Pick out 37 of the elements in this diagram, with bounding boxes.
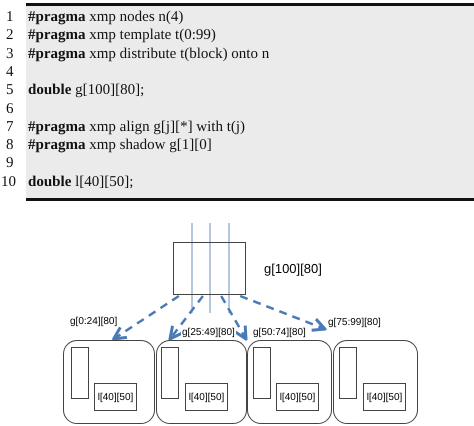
local-array-box: l[40][50] — [185, 383, 228, 411]
processor-node-box — [63, 340, 155, 424]
code-line: #pragma xmp template t(0:99) — [28, 26, 216, 44]
dashed-arrow — [240, 294, 326, 332]
line-number: 6 — [6, 100, 14, 118]
line-number: 2 — [6, 26, 14, 44]
code-line: #pragma xmp distribute t(block) onto n — [28, 44, 270, 63]
edge-label: g[50:74][80] — [252, 327, 307, 339]
local-array-box: l[40][50] — [94, 383, 137, 411]
local-array-box: l[40][50] — [363, 383, 406, 411]
edge-label: g[25:49][80] — [181, 327, 236, 339]
code-line: #pragma xmp shadow g[1][0] — [28, 136, 212, 154]
line-number: 4 — [6, 62, 14, 81]
dashed-arrow — [220, 295, 248, 340]
line-number: 9 — [6, 154, 14, 172]
code-line: #pragma xmp align g[j][*] with t(j) — [28, 118, 246, 136]
processor-node-box — [156, 340, 247, 424]
array-block — [339, 347, 357, 399]
dashed-arrow — [168, 295, 204, 340]
array-block — [253, 347, 271, 399]
line-number: 10 — [1, 172, 16, 191]
array-block — [161, 347, 179, 399]
local-array-box: l[40][50] — [276, 383, 319, 411]
code-line: double l[40][50]; — [28, 172, 134, 191]
array-label: g[100][80] — [264, 261, 322, 276]
line-number: 1 — [6, 8, 14, 26]
line-number: 3 — [6, 44, 14, 63]
line-number: 7 — [6, 118, 14, 136]
line-number: 5 — [6, 81, 14, 100]
array-block — [71, 347, 89, 399]
line-number: 8 — [6, 136, 14, 154]
edge-label: g[0:24][80] — [69, 316, 118, 328]
processor-node-box — [333, 340, 418, 424]
code-line: double g[100][80]; — [28, 81, 144, 100]
processor-node-box — [247, 340, 332, 424]
edge-label: g[75:99][80] — [327, 317, 382, 329]
code-line: #pragma xmp nodes n(4) — [28, 8, 184, 26]
